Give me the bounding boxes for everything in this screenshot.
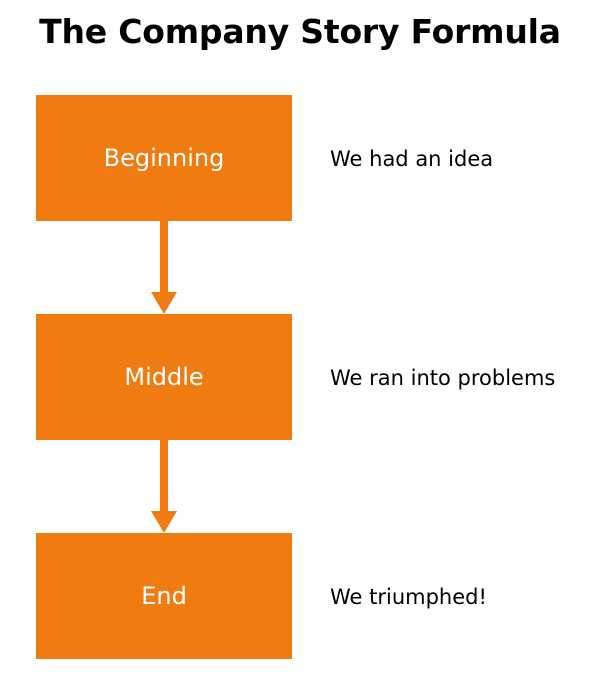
flow-arrow-2 xyxy=(151,440,177,533)
step-label-beginning: Beginning xyxy=(103,144,225,172)
step-label-middle: Middle xyxy=(124,363,204,391)
step-description-beginning: We had an idea xyxy=(330,147,494,171)
step-box-middle: Middle xyxy=(36,314,292,440)
diagram-title: The Company Story Formula xyxy=(39,12,561,51)
step-description-end: We triumphed! xyxy=(330,585,487,609)
flow-arrow-1 xyxy=(151,221,177,314)
step-label-end: End xyxy=(141,582,187,610)
step-box-beginning: Beginning xyxy=(36,95,292,221)
step-box-end: End xyxy=(36,533,292,659)
step-description-middle: We ran into problems xyxy=(330,366,556,390)
